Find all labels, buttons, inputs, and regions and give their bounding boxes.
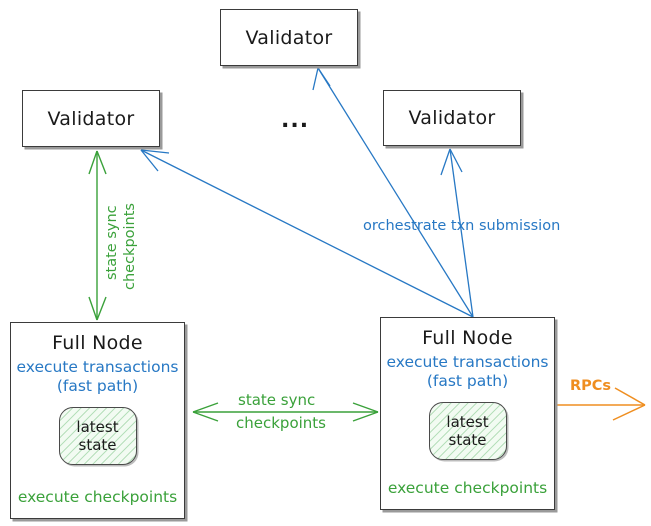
- validator-box-top[interactable]: Validator: [220, 9, 358, 66]
- execute-checkpoints-label: execute checkpoints: [387, 479, 548, 497]
- latest-state-box[interactable]: latest state: [58, 407, 137, 465]
- validator-label: Validator: [245, 26, 333, 49]
- full-node-box-right[interactable]: Full Node execute transactions (fast pat…: [380, 317, 555, 510]
- state-sync-vertical-label: state sync: [104, 205, 120, 280]
- latest-state-line1: latest: [446, 413, 489, 431]
- validator-label: Validator: [408, 107, 496, 129]
- execute-transactions-line2: (fast path): [56, 377, 139, 395]
- full-node-execute-transactions-label: execute transactions (fast path): [386, 353, 548, 391]
- checkpoints-vertical-label: checkpoints: [122, 203, 138, 290]
- validator-box-left[interactable]: Validator: [22, 90, 160, 147]
- full-node-execute-transactions-label: execute transactions (fast path): [16, 358, 178, 396]
- checkpoints-horizontal-label: checkpoints: [236, 414, 326, 432]
- execute-transactions-line1: execute transactions: [386, 353, 549, 371]
- full-node-box-left[interactable]: Full Node execute transactions (fast pat…: [10, 322, 185, 519]
- state-sync-horizontal-label: state sync: [238, 391, 316, 409]
- execute-transactions-line1: execute transactions: [16, 358, 179, 376]
- validator-label: Validator: [47, 107, 135, 130]
- orchestrate-txn-submission-label: orchestrate txn submission: [363, 218, 561, 234]
- execute-checkpoints-label: execute checkpoints: [17, 488, 178, 506]
- full-node-title: Full Node: [52, 332, 143, 354]
- rpcs-label: RPCs: [570, 378, 612, 394]
- execute-transactions-line2: (fast path): [426, 372, 509, 390]
- latest-state-box[interactable]: latest state: [428, 402, 507, 460]
- latest-state-line2: state: [448, 431, 487, 449]
- ellipsis-more-validators: ...: [281, 108, 310, 133]
- full-node-title: Full Node: [422, 327, 513, 349]
- validator-box-right[interactable]: Validator: [383, 90, 521, 146]
- latest-state-line2: state: [78, 436, 117, 454]
- latest-state-line1: latest: [76, 418, 119, 436]
